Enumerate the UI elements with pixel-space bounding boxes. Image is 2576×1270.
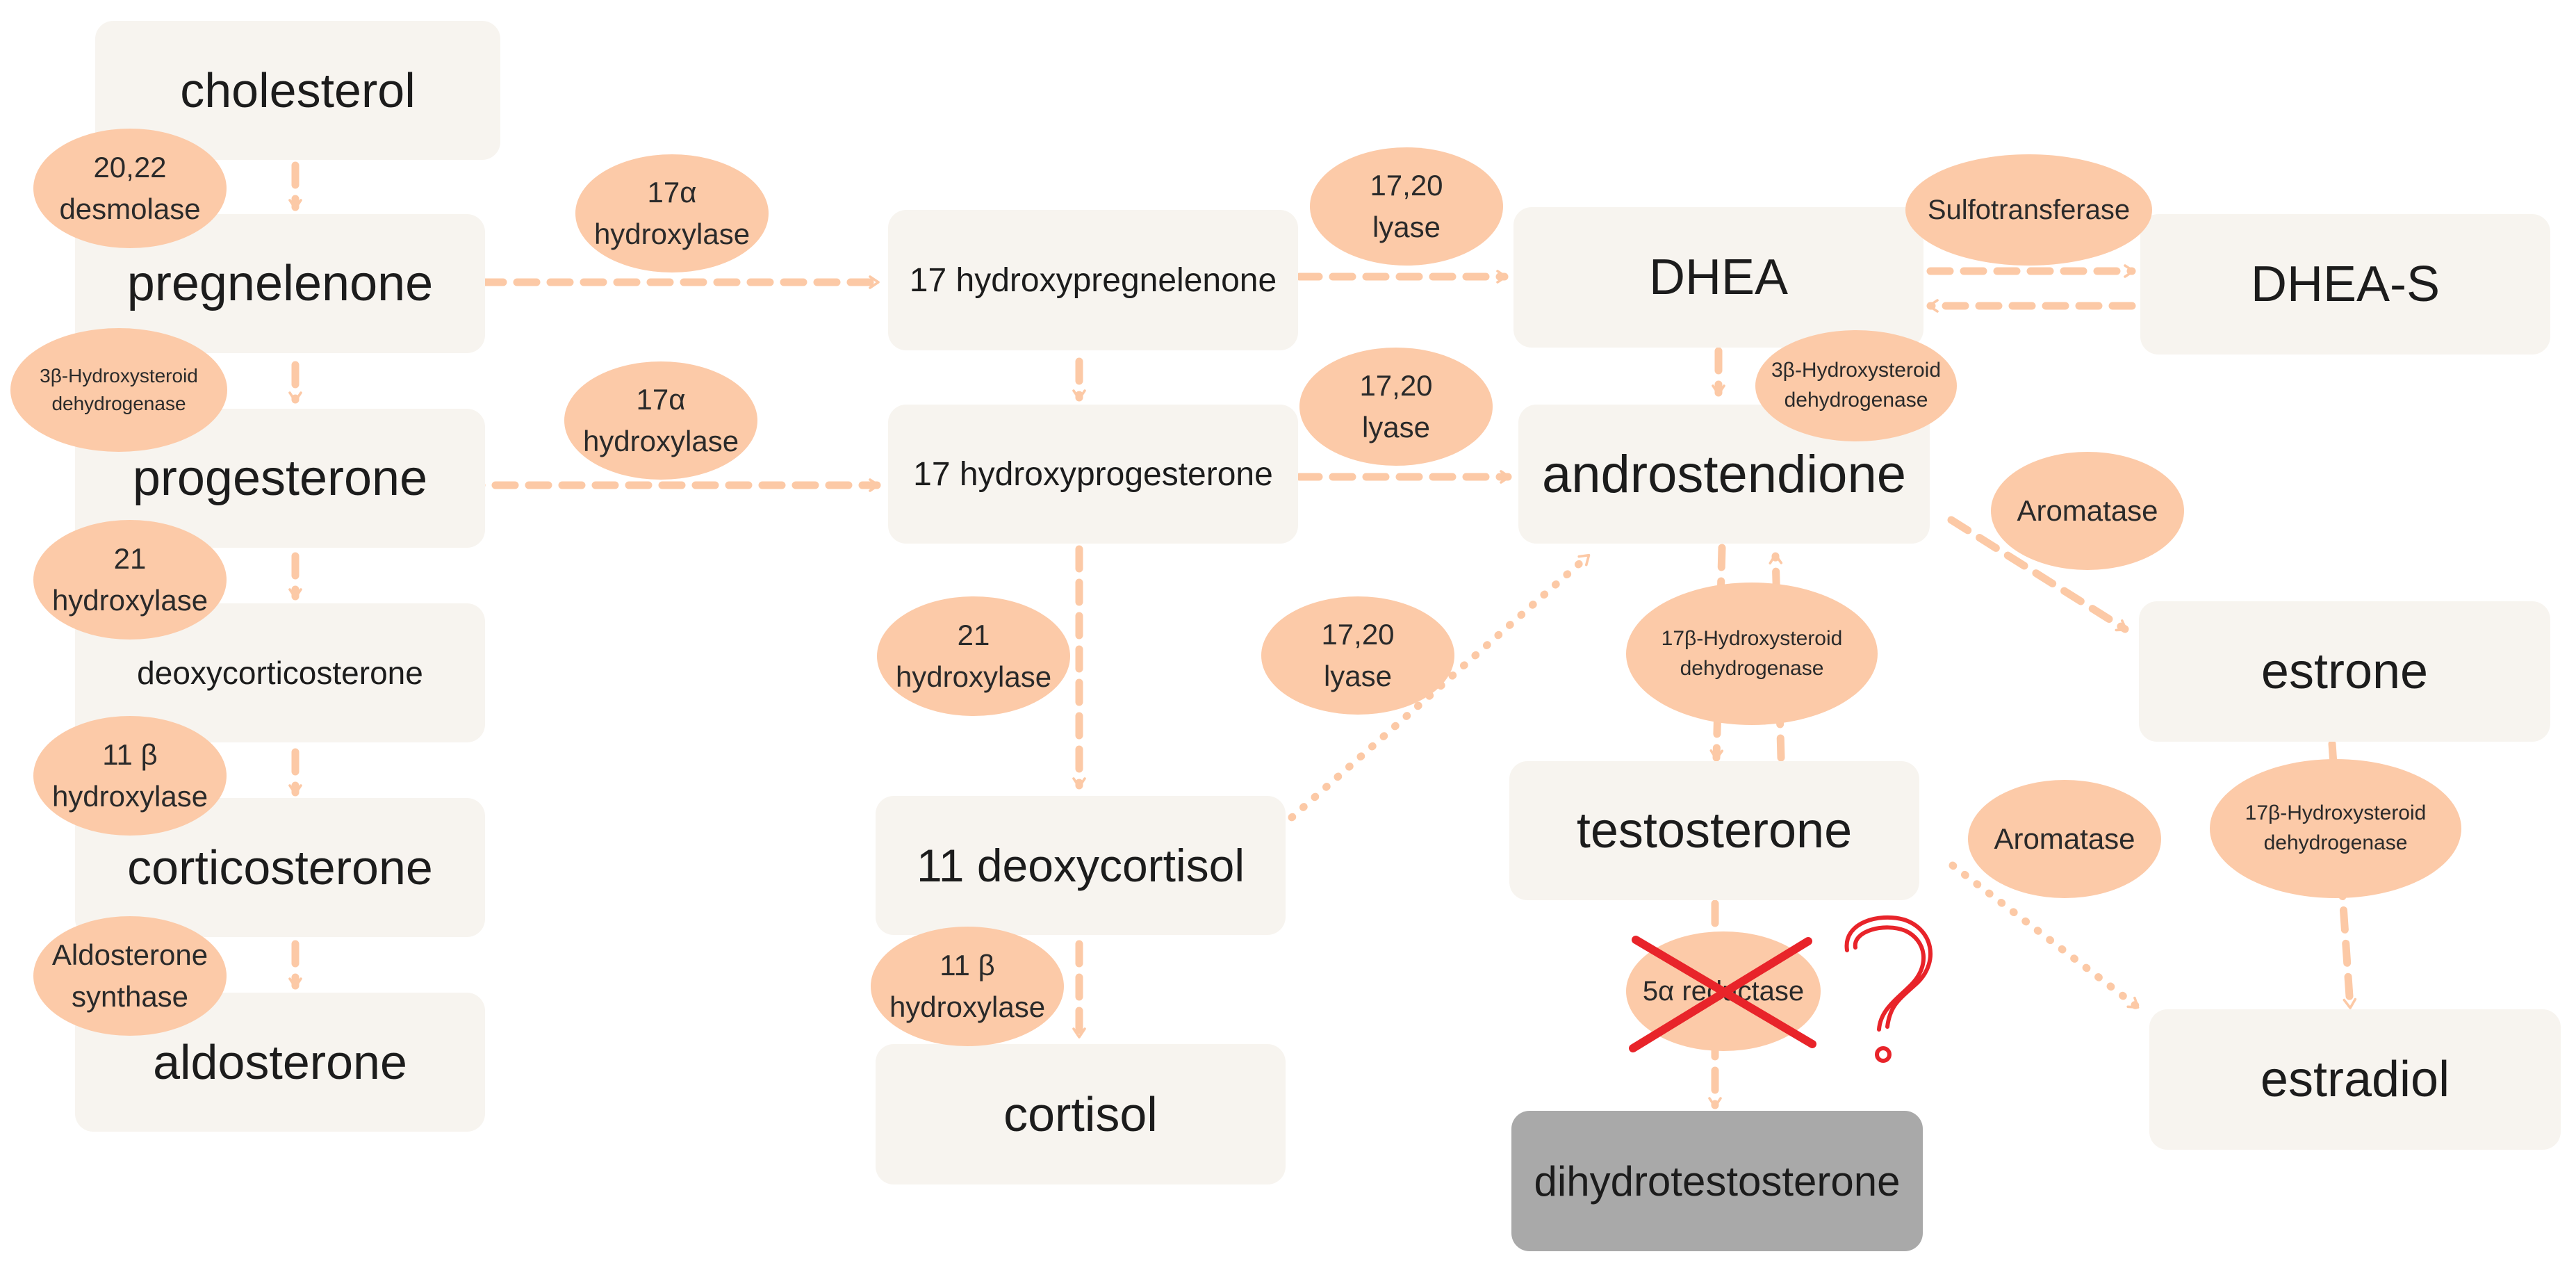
arrow-androstendione-estrone bbox=[1947, 516, 2129, 633]
compound-cortisol: cortisol bbox=[876, 1044, 1286, 1184]
compound-dhea-s: DHEA-S bbox=[2140, 214, 2550, 355]
enzyme-17b-hsd-mid: 17β-Hydroxysteroid dehydrogenase bbox=[1626, 583, 1878, 725]
cross-mark-icon bbox=[1629, 936, 1816, 1052]
enzyme-17a-hydroxylase-top: 17α hydroxylase bbox=[575, 154, 769, 272]
compound-testosterone: testosterone bbox=[1509, 761, 1919, 900]
enzyme-desmolase: 20,22 desmolase bbox=[33, 129, 227, 248]
enzyme-11b-hydroxylase-left: 11 β hydroxylase bbox=[33, 716, 227, 836]
compound-dihydrotestosterone: dihydrotestosterone bbox=[1511, 1111, 1923, 1251]
enzyme-aromatase-top: Aromatase bbox=[1991, 452, 2184, 570]
enzyme-aromatase-low: Aromatase bbox=[1968, 780, 2161, 898]
compound-dhea: DHEA bbox=[1513, 207, 1923, 348]
enzyme-21-hydroxylase-left: 21 hydroxylase bbox=[33, 520, 227, 640]
enzyme-21-hydroxylase-mid: 21 hydroxylase bbox=[877, 596, 1070, 716]
arrow-11deoxycortisol-androstendione bbox=[1265, 552, 1592, 842]
compound-androstendione: androstendione bbox=[1518, 405, 1930, 544]
question-mark-text: ? bbox=[0, 0, 1, 1]
enzyme-sulfotransferase: Sulfotransferase bbox=[1905, 154, 2152, 266]
enzyme-17a-hydroxylase-mid: 17α hydroxylase bbox=[564, 361, 757, 480]
question-mark-icon bbox=[1844, 915, 1933, 1063]
enzyme-17b-hsd-right: 17β-Hydroxysteroid dehydrogenase bbox=[2210, 759, 2461, 898]
enzyme-3b-hsd-left: 3β-Hydroxysteroid dehydrogenase bbox=[10, 328, 227, 452]
compound-17-hydroxyprogesterone: 17 hydroxyprogesterone bbox=[888, 405, 1298, 544]
enzyme-17-20-lyase-mid: 17,20 lyase bbox=[1299, 348, 1493, 466]
compound-11-deoxycortisol: 11 deoxycortisol bbox=[876, 796, 1286, 935]
enzyme-11b-hydroxylase-mid: 11 β hydroxylase bbox=[871, 927, 1064, 1046]
compound-estrone: estrone bbox=[2139, 601, 2550, 742]
enzyme-17-20-lyase-low: 17,20 lyase bbox=[1261, 596, 1454, 715]
enzyme-17-20-lyase-top: 17,20 lyase bbox=[1310, 147, 1503, 266]
enzyme-aldosterone-synthase: Aldosterone synthase bbox=[33, 916, 227, 1036]
enzyme-3b-hsd-right: 3β-Hydroxysteroid dehydrogenase bbox=[1755, 330, 1957, 441]
compound-estradiol: estradiol bbox=[2149, 1009, 2561, 1150]
compound-17-hydroxypregnelenone: 17 hydroxypregnelenone bbox=[888, 210, 1298, 350]
